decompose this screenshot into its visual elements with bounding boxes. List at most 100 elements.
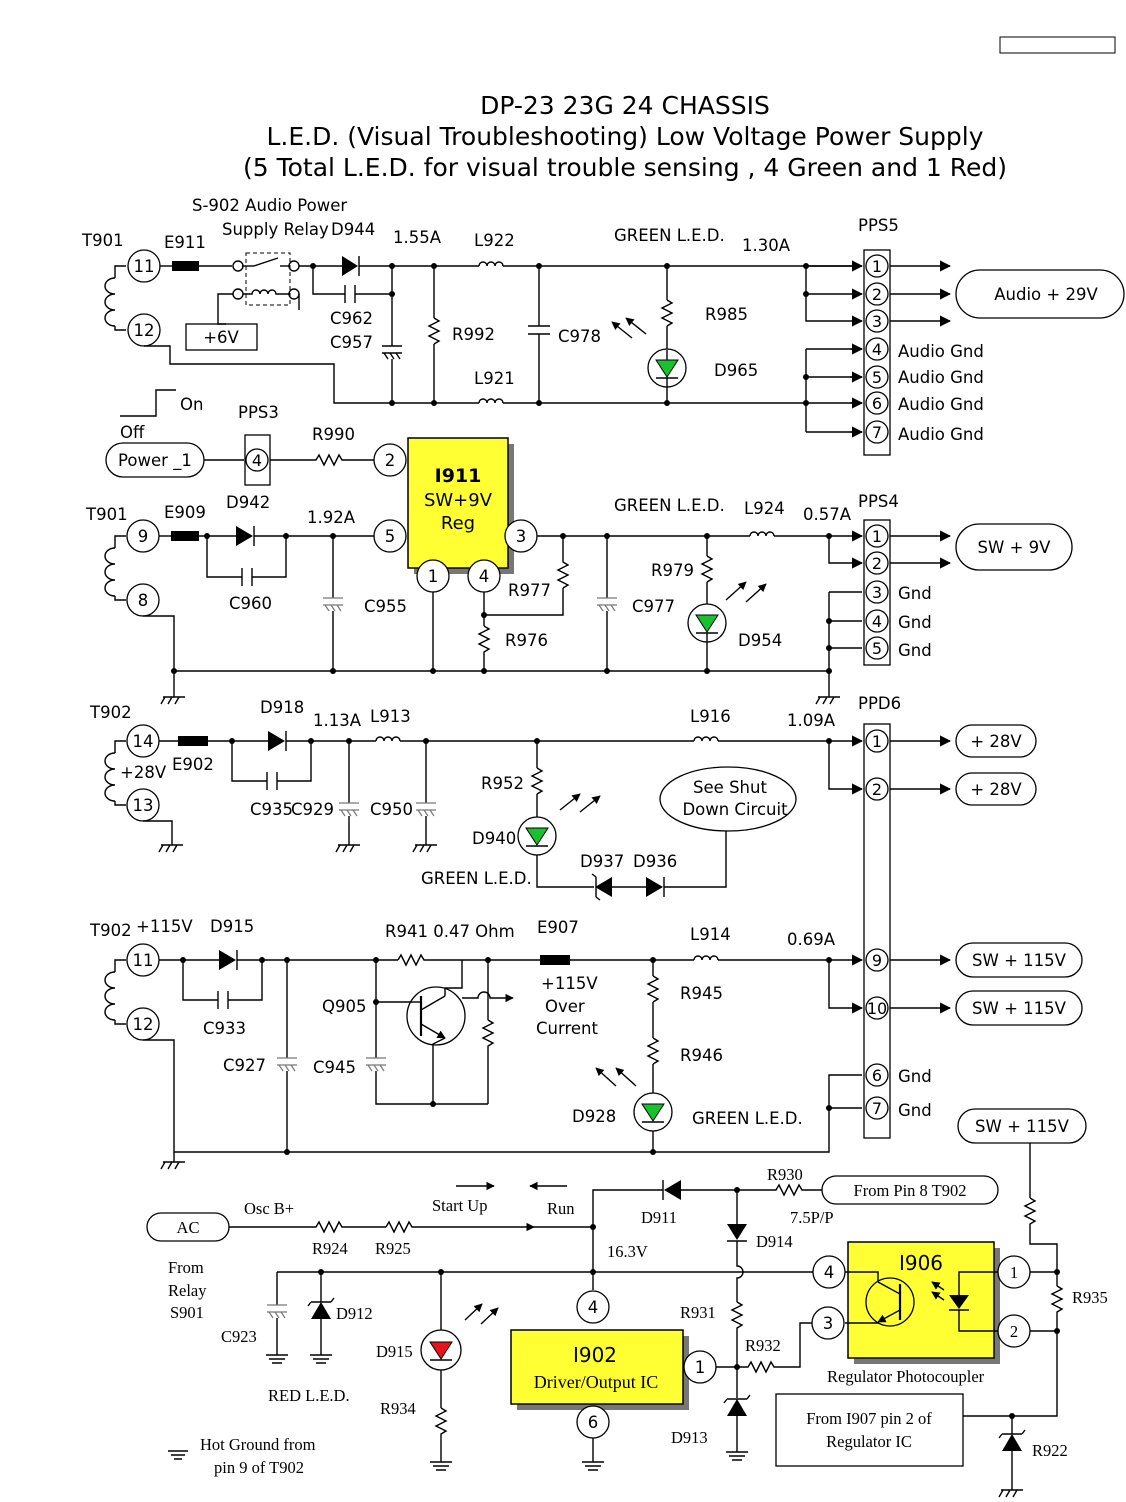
shutdown-line-2: Down Circuit — [682, 800, 788, 819]
t901-pin-11: 11 — [127, 249, 161, 283]
svg-text:7: 7 — [872, 423, 882, 442]
title-line-2: L.E.D. (Visual Troubleshooting) Low Volt… — [266, 122, 983, 151]
d918-diode — [268, 731, 285, 751]
svg-text:1: 1 — [872, 257, 882, 276]
i902-pin-6: 6 — [576, 1405, 610, 1439]
e911-label: E911 — [164, 233, 206, 252]
l914-label: L914 — [690, 925, 731, 944]
l913-inductor — [375, 736, 401, 742]
pps3-pin-4: 4 — [245, 448, 269, 472]
ppd6-gnd-7: Gnd — [898, 1101, 932, 1120]
l916-label: L916 — [690, 707, 731, 726]
hot-ground-line-1: Hot Ground from — [200, 1435, 316, 1454]
r941-label: R941 0.47 Ohm — [385, 922, 515, 941]
i911-name: I911 — [435, 465, 482, 487]
pps4-gnd-5: Gnd — [898, 641, 932, 660]
power-1-label: Power _1 — [118, 451, 192, 471]
q905-label: Q905 — [322, 997, 366, 1016]
svg-text:3: 3 — [872, 583, 882, 602]
l913-label: L913 — [370, 707, 411, 726]
e907-label: E907 — [537, 918, 579, 937]
r931-label: R931 — [680, 1303, 716, 1322]
audio-green-led-label: GREEN L.E.D. — [614, 226, 725, 245]
p75-label: 7.5P/P — [790, 1208, 834, 1227]
c962-label: C962 — [330, 309, 373, 328]
plus28v-tap: +28V — [120, 763, 167, 782]
r935-upper-resistor — [1023, 1197, 1058, 1286]
plus6v-label: +6V — [203, 328, 239, 347]
plus115v-tap: +115V — [136, 917, 193, 936]
r977-label: R977 — [508, 581, 551, 600]
t902-pin-13: 13 — [126, 788, 160, 822]
power-section: On Off PPS3 Power _1 4 R990 — [105, 389, 374, 486]
c935-label: C935 — [250, 800, 293, 819]
d912-zener — [311, 1302, 331, 1319]
pps4-pin-3: 3 — [865, 580, 889, 604]
d936-label: D936 — [633, 852, 677, 871]
r935-resistor — [1050, 1285, 1064, 1331]
c929-label: C929 — [291, 800, 334, 819]
svg-text:4: 4 — [252, 451, 262, 470]
r922-label: R922 — [1032, 1441, 1068, 1460]
svg-text:11: 11 — [133, 951, 154, 970]
oc-line-2: Over — [545, 997, 585, 1016]
pps5-pin-4: 4 — [865, 337, 889, 361]
pps4-label: PPS4 — [858, 492, 899, 511]
relay-label-1: S-902 Audio Power — [192, 196, 347, 215]
r990-label: R990 — [312, 425, 355, 444]
d914-diode — [727, 1224, 747, 1240]
r979-resistor — [700, 555, 714, 583]
pps3-label: PPS3 — [238, 403, 279, 422]
current-1-13a: 1.13A — [313, 711, 362, 730]
sw9v-output — [955, 523, 1073, 571]
svg-text:1: 1 — [872, 527, 882, 546]
c933-label: C933 — [203, 1019, 246, 1038]
i902-sub: Driver/Output IC — [534, 1372, 658, 1392]
pps4-pin-2: 2 — [865, 551, 889, 575]
r945-label: R945 — [680, 984, 723, 1003]
svg-text:4: 4 — [588, 1298, 599, 1317]
shutdown-callout — [659, 766, 797, 832]
i911-pin-2: 2 — [373, 443, 407, 477]
r924-resistor — [229, 1220, 386, 1234]
d944-diode — [342, 256, 358, 276]
i906-phototransistor — [865, 1277, 915, 1327]
e909-label: E909 — [164, 503, 206, 522]
i911-line-1: SW+9V — [424, 490, 493, 511]
pps4-pin-5: 5 — [865, 636, 889, 660]
t902-label-1: T902 — [89, 703, 132, 722]
sw115v-label-1: SW + 115V — [972, 951, 1067, 970]
c960-label: C960 — [229, 594, 272, 613]
svg-text:13: 13 — [133, 796, 154, 815]
q905-bias-resistor — [481, 1019, 495, 1104]
current-1-09a: 1.09A — [787, 711, 836, 730]
pps5-pin-7: 7 — [865, 420, 889, 444]
i911-pin-4: 4 — [467, 559, 501, 593]
d913-zener — [727, 1399, 747, 1416]
audio-gnd-7: Audio Gnd — [898, 425, 984, 444]
pps5-label: PPS5 — [858, 216, 899, 235]
d915-rectifier — [219, 950, 236, 970]
from-pin8-t902-label: From Pin 8 T902 — [854, 1181, 967, 1200]
relay-label-2: Supply Relay — [222, 220, 329, 239]
on-label: On — [180, 395, 203, 414]
transformer-coil-3 — [104, 752, 116, 802]
t902-pin-14: 14 — [126, 724, 160, 758]
sw115v-output-1 — [955, 942, 1083, 978]
svg-text:2: 2 — [872, 780, 882, 799]
i911-pin-1: 1 — [416, 559, 450, 593]
t902-label-2: T902 — [89, 921, 132, 940]
svg-text:9: 9 — [872, 951, 882, 970]
r992-label: R992 — [452, 325, 495, 344]
d913-label: D913 — [671, 1428, 708, 1447]
audio-29v-label: Audio + 29V — [994, 285, 1098, 304]
svg-text:2: 2 — [872, 554, 882, 573]
svg-text:5: 5 — [872, 368, 882, 387]
current-0-57a: 0.57A — [803, 505, 852, 524]
plus6v-box — [185, 323, 258, 351]
i906-name: I906 — [899, 1251, 943, 1275]
r934-resistor — [434, 1407, 448, 1462]
pps4-pin-1: 1 — [865, 524, 889, 548]
l922-inductor — [478, 261, 504, 267]
